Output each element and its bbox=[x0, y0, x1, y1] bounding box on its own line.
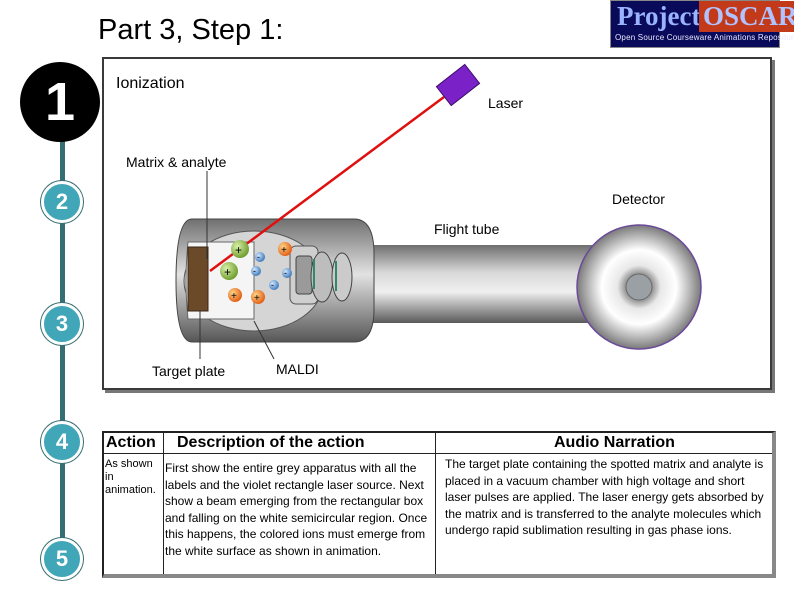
diagram-panel: + + + + + - - - - Ionization Laser Matri… bbox=[102, 57, 772, 390]
table-divider-1 bbox=[163, 433, 164, 574]
ion-blue-4 bbox=[282, 268, 292, 278]
ion-sign-9: - bbox=[284, 268, 287, 278]
header-description: Description of the action bbox=[177, 434, 365, 451]
ion-sign-4: + bbox=[231, 291, 237, 302]
page-title: Part 3, Step 1: bbox=[98, 14, 284, 46]
ion-sign-6: - bbox=[257, 252, 260, 262]
ion-blue-1 bbox=[255, 252, 265, 262]
ion-green-1 bbox=[231, 240, 249, 258]
ion-orange-2 bbox=[228, 288, 242, 302]
ion-sign-3: + bbox=[281, 245, 287, 256]
ion-sign-2: + bbox=[224, 265, 231, 279]
ion-sign-1: + bbox=[235, 243, 242, 257]
header-action: Action bbox=[106, 434, 156, 451]
label-ionization: Ionization bbox=[116, 75, 185, 92]
table-header-divider bbox=[104, 453, 772, 454]
logo-word-project: Project bbox=[617, 1, 701, 31]
detector-core bbox=[625, 273, 653, 301]
maldi-leader-line bbox=[253, 320, 275, 360]
ion-blue-2 bbox=[251, 266, 261, 276]
maldi-apparatus-diagram: + + + + + - - - - bbox=[175, 63, 702, 360]
logo-word-oscar: OSCAR bbox=[699, 1, 794, 32]
laser-beam bbox=[209, 95, 445, 273]
table-divider-2 bbox=[435, 433, 436, 574]
step-4-badge[interactable]: 4 bbox=[41, 421, 83, 463]
ion-sign-5: + bbox=[254, 293, 260, 304]
label-detector: Detector bbox=[612, 191, 665, 207]
ion-sign-8: - bbox=[271, 280, 274, 290]
narration-table: Action Description of the action Audio N… bbox=[102, 431, 776, 578]
ions: + + + + + - - - - bbox=[220, 240, 292, 304]
step-3-badge[interactable]: 3 bbox=[41, 303, 83, 345]
laser-source bbox=[435, 63, 481, 107]
logo-tagline: Open Source Courseware Animations Reposi… bbox=[615, 33, 794, 42]
target-plate bbox=[187, 246, 209, 312]
step-2-badge[interactable]: 2 bbox=[41, 181, 83, 223]
label-maldi: MALDI bbox=[276, 361, 319, 377]
label-target-plate: Target plate bbox=[152, 363, 226, 379]
ion-green-2 bbox=[220, 262, 238, 280]
cell-audio-narration: The target plate containing the spotted … bbox=[445, 457, 764, 537]
header-audio-narration: Audio Narration bbox=[554, 434, 675, 451]
label-flight-tube: Flight tube bbox=[434, 221, 500, 237]
lens-ring-2 bbox=[295, 255, 313, 295]
ion-orange-1 bbox=[278, 242, 292, 256]
step-1-badge[interactable]: 1 bbox=[20, 62, 100, 142]
ion-blue-3 bbox=[269, 280, 279, 290]
ion-orange-3 bbox=[251, 290, 265, 304]
label-matrix-analyte: Matrix & analyte bbox=[126, 154, 227, 170]
cell-description: First show the entire grey apparatus wit… bbox=[165, 461, 428, 558]
ion-sign-7: - bbox=[253, 266, 256, 276]
step-5-badge[interactable]: 5 bbox=[41, 538, 83, 580]
project-oscar-logo: Project OSCAR Open Source Courseware Ani… bbox=[610, 0, 794, 48]
cell-action: As shown in animation. bbox=[105, 458, 156, 496]
label-laser: Laser bbox=[488, 95, 524, 111]
